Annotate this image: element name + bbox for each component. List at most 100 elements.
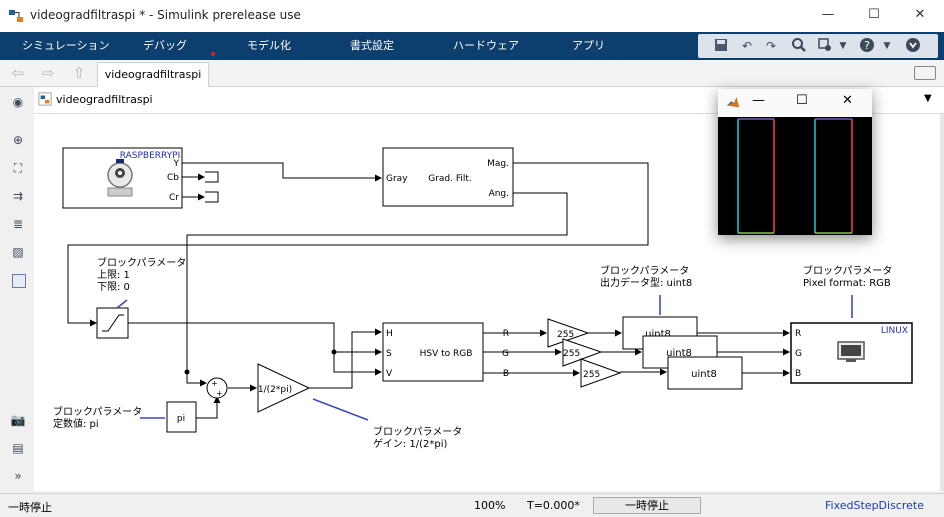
undo-icon[interactable]: ↶ [741,39,753,53]
gain255-3[interactable]: 255 [580,358,622,388]
gain255-2-label: 255 [563,349,580,359]
port-R: R [503,329,509,339]
zoom-icon[interactable] [790,37,808,55]
gain255-3-label: 255 [583,370,600,380]
gain-label: 1/(2*pi) [258,385,292,395]
const-label: pi [177,414,185,424]
window-title: videogradfiltraspi * - Simulink prerelea… [30,8,301,22]
hsv-label: HSV to RGB [420,349,473,359]
menu-simulation[interactable]: シミュレーション [22,39,110,52]
vertical-scrollbar[interactable] [940,114,944,491]
video-maximize-button[interactable]: ☐ [796,93,808,108]
menu-apps[interactable]: アプリ [572,39,605,52]
gain-annotation-line [312,398,369,421]
gain255-1-label: 255 [557,330,574,340]
up-icon[interactable]: ⇧ [72,64,86,82]
port-Cb: Cb [167,173,179,183]
hsv-to-rgb-block[interactable]: H S V HSV to RGB R G B [382,322,509,382]
sdl-port-R: R [795,329,801,339]
gain255-1[interactable]: 255 [547,318,590,348]
pause-status-button[interactable]: 一時停止 [593,497,701,514]
expand-icon[interactable]: » [14,469,22,483]
grad-filter-label: Grad. Filt. [428,174,472,184]
collapse-icon[interactable] [904,37,922,55]
model-icon [38,92,52,106]
annotations: ブロックパラメータ 上限: 1 下限: 0 ブロックパラメータ 出力データ型: … [53,256,892,450]
video-window-titlebar: — ☐ ✕ [718,89,872,117]
quick-access-toolbar: ↶ ↷ ▼ ? ▼ [698,34,938,58]
maximize-button[interactable]: ☐ [868,7,880,22]
sdl-display-block[interactable]: LINUX R G B [790,322,913,384]
const-annot-1: ブロックパラメータ [53,405,142,418]
port-Y: Y [173,159,180,169]
sat-annot-3: 下限: 0 [97,281,130,293]
simulink-logo-icon [9,10,23,22]
breadcrumb-label[interactable]: videogradfiltraspi [56,93,153,106]
title-bar: videogradfiltraspi * - Simulink prerelea… [0,0,944,32]
video-close-button[interactable]: ✕ [842,93,853,108]
saturation-block[interactable] [96,307,129,339]
sat-annot-1: ブロックパラメータ [97,256,186,269]
sum-sign-1: + [211,379,218,388]
chevron-down-icon[interactable]: ▼ [839,41,847,51]
sdl-annot-2: Pixel format: RGB [803,278,891,289]
menu-debug[interactable]: デバッグ [143,39,187,52]
forward-icon[interactable]: ⇨ [41,64,55,82]
port-H: H [386,329,393,339]
help-chevron-icon[interactable]: ▼ [883,41,891,51]
camera-icon[interactable]: 📷 [10,413,26,427]
port-S: S [386,349,392,359]
dtc-annot-1: ブロックパラメータ [600,264,689,277]
sum-sign-2: + [216,389,223,398]
port-B: B [503,369,509,379]
image-icon[interactable]: ▨ [12,245,24,259]
menu-format[interactable]: 書式設定 [350,39,394,52]
matlab-logo-icon [726,96,740,108]
uint8-block-3[interactable]: uint8 [667,356,743,390]
area-icon[interactable] [9,271,27,289]
help-icon[interactable]: ? [858,37,876,55]
breadcrumb-dropdown-icon[interactable]: ▼ [924,93,932,104]
sum-block[interactable]: + + [206,377,228,399]
redo-icon[interactable]: ↷ [765,39,777,53]
junction-dots [184,349,337,375]
sat-annotation-line [116,299,128,309]
fit-view-icon[interactable]: ⛶ [13,161,23,175]
port-V: V [386,369,393,379]
grad-filter-block[interactable]: Gray Grad. Filt. Mag. Ang. [382,147,514,207]
status-bar: 一時停止 100% T=0.000* 一時停止 FixedStepDiscret… [0,493,944,517]
sdl-port-G: G [795,349,802,359]
constant-block[interactable]: pi [166,401,197,433]
port-gray: Gray [386,174,408,184]
camera-title: RASPBERRYPI [120,151,181,161]
hide-browser-icon[interactable]: ◉ [12,95,24,109]
port-G: G [502,349,509,359]
save-icon[interactable] [712,37,730,55]
uint8-3-label: uint8 [691,369,717,380]
gain-annot-2: ゲイン: 1/(2*pi) [373,438,447,450]
model-settings-icon[interactable] [816,37,834,55]
video-display-window[interactable]: — ☐ ✕ [718,89,872,235]
sim-time: T=0.000* [527,499,580,512]
minimize-button[interactable]: — [821,7,835,22]
back-icon[interactable]: ⇦ [11,64,25,82]
zoom-in-icon[interactable]: ⊕ [12,133,24,147]
video-frame [718,117,872,235]
video-minimize-button[interactable]: — [752,93,765,108]
keyboard-icon[interactable] [914,66,936,80]
dtc-annot-2: 出力データ型: uint8 [600,276,692,289]
uint8-1-label: uint8 [645,329,671,340]
gain-block[interactable]: 1/(2*pi) [257,363,311,413]
menu-modeling[interactable]: モデル化 [247,39,291,52]
camera-block[interactable]: RASPBERRYPI Y Cb Cr [62,147,183,209]
tab-model[interactable]: videogradfiltraspi [97,62,209,87]
menu-hardware[interactable]: ハードウェア [453,39,519,52]
zoom-level: 100% [474,499,506,512]
sdl-port-B: B [795,369,801,379]
signal-lines [67,162,790,419]
close-button[interactable]: ✕ [914,7,926,22]
solver-link[interactable]: FixedStepDiscrete [825,499,924,512]
annotation-icon[interactable]: ≣ [12,217,24,231]
signal-lines-icon[interactable]: ⇉ [12,189,24,203]
property-inspector-icon[interactable]: ▤ [12,441,24,455]
